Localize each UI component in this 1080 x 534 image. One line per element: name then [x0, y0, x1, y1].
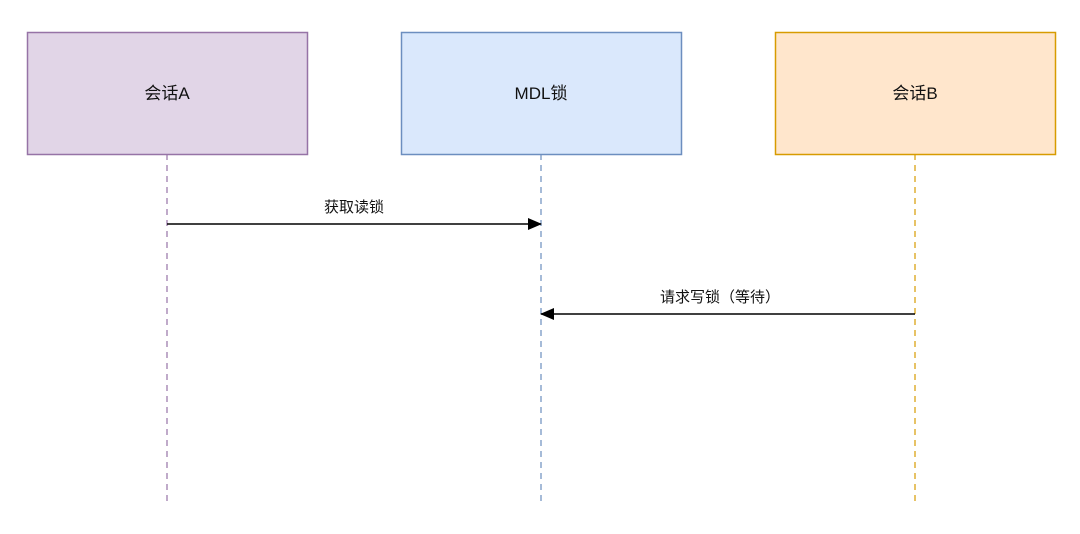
actor-box-session-a[interactable]	[26, 31, 309, 156]
actor-label-mdl-lock: MDL锁	[515, 84, 568, 103]
message-label-request-write-lock: 请求写锁（等待）	[660, 288, 780, 306]
message-request-write-lock[interactable]: 请求写锁（等待）	[540, 288, 915, 320]
actor-mdl-lock[interactable]: MDL锁	[400, 31, 683, 507]
actor-box-session-b[interactable]	[774, 31, 1057, 156]
actor-session-a[interactable]: 会话A	[26, 31, 309, 507]
actor-session-b[interactable]: 会话B	[774, 31, 1057, 507]
message-label-acquire-read-lock: 获取读锁	[324, 199, 384, 216]
message-acquire-read-lock[interactable]: 获取读锁	[167, 199, 542, 230]
actor-box-mdl-lock[interactable]	[400, 31, 683, 156]
actor-label-session-b: 会话B	[892, 84, 937, 103]
actor-label-session-a: 会话A	[144, 84, 190, 103]
